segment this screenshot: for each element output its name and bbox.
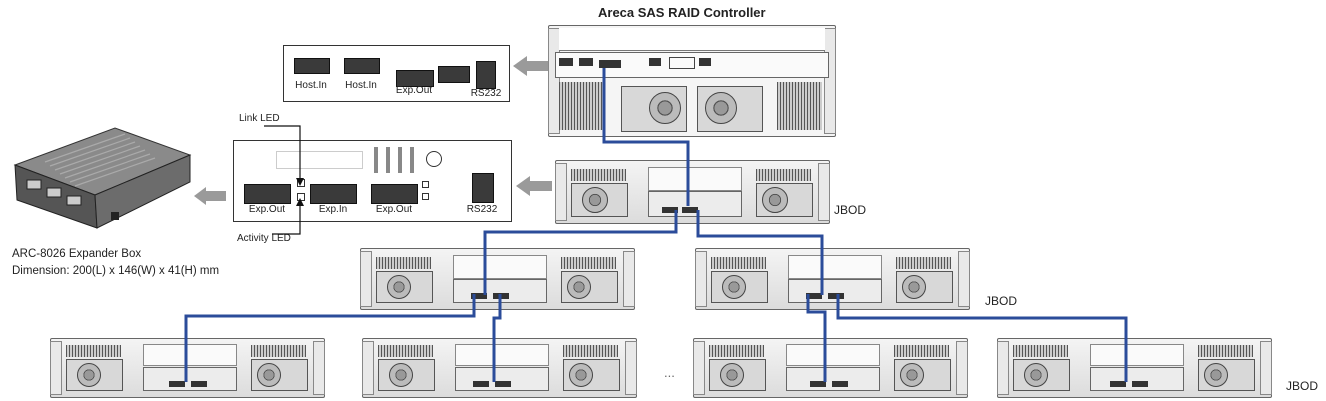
panel-rs232-port-label: RS232: [466, 204, 498, 215]
expander-port-panel: Exp.Out Exp.In Exp.Out RS232: [233, 140, 512, 222]
panel-exp-out-port-2: [371, 184, 418, 204]
controller-title: Areca SAS RAID Controller: [598, 5, 766, 20]
panel-exp-out-port-1: [244, 184, 291, 204]
jbod-label: JBOD: [1286, 379, 1319, 393]
panel-exp-in-port: [310, 184, 357, 204]
panel-exp-in-port-label: Exp.In: [318, 204, 348, 215]
controller-port-panel: Host.In Host.In Exp.Out RS232: [283, 45, 510, 102]
jbod-unit: [362, 338, 637, 398]
exp-out-port-label: Exp.Out: [395, 85, 433, 96]
expander-box-dimension: Dimension: 200(L) x 146(W) x 41(H) mm: [12, 265, 220, 277]
activity-led-pointer: [272, 198, 304, 235]
rs232-port: [476, 61, 496, 89]
arrow-left-icon: [194, 187, 226, 205]
jbod-label: JBOD: [834, 203, 867, 217]
cable-left-to-far-left: [184, 294, 476, 382]
expander-box-name: ARC-8026 Expander Box: [12, 248, 142, 260]
panel-exp-out-port-2-label: Exp.Out: [375, 204, 413, 215]
link-led-label: Link LED: [239, 113, 280, 124]
host-in-port-2: [344, 58, 380, 74]
arrow-left-icon: [516, 176, 552, 196]
panel-rs232-port: [472, 173, 494, 203]
host-in-port-1-label: Host.In: [295, 80, 327, 91]
jbod-unit: [360, 248, 635, 310]
host-in-port-2-label: Host.In: [345, 80, 377, 91]
activity-led-label: Activity LED: [237, 233, 291, 244]
arrow-left-icon: [513, 56, 549, 76]
exp-out-port: [396, 70, 434, 87]
link-led-pointer: [264, 125, 304, 186]
jbod-unit: [555, 160, 830, 224]
cable-left-to-left-mid: [492, 294, 502, 382]
host-in-port-1: [294, 58, 330, 74]
cable-jbod-to-right: [696, 210, 824, 295]
jbod-label: JBOD: [985, 294, 1018, 308]
jbod-unit: [695, 248, 970, 310]
expander-box-image: [13, 127, 192, 229]
panel-exp-out-port-1-label: Exp.Out: [248, 204, 286, 215]
cable-right-to-right-mid: [806, 294, 827, 382]
cable-jbod-to-left: [483, 210, 678, 295]
rs232-port-label: RS232: [470, 88, 502, 99]
jbod-unit: [997, 338, 1272, 398]
exp-out-port-2: [438, 66, 470, 83]
ellipsis-text: ...: [664, 365, 675, 380]
cable-right-to-far-right: [836, 294, 1128, 382]
jbod-unit: [693, 338, 968, 398]
cable-controller-to-jbod: [602, 68, 690, 206]
raid-controller-chassis: [548, 25, 836, 137]
